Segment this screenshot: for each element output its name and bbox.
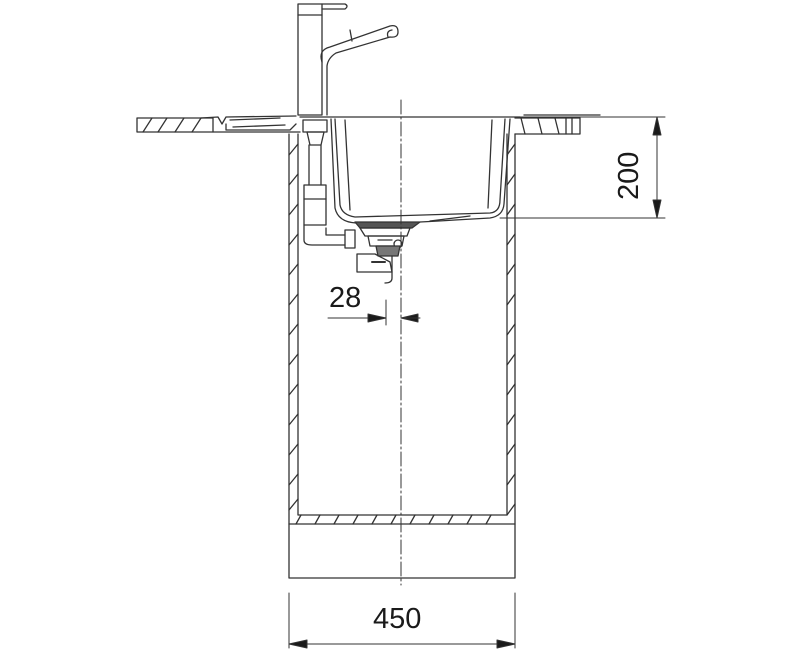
dimension-28 [327,299,421,326]
drain-assembly [354,221,421,284]
dimension-label-450: 450 [373,603,422,635]
sink-bowl [330,118,511,224]
faucet-icon [297,3,399,116]
cabinet [288,133,516,579]
dimension-200 [499,116,666,219]
dimension-label-200: 200 [613,151,645,200]
dimension-450 [288,592,516,649]
dimension-label-28: 28 [329,282,362,314]
countertop-left [136,115,301,133]
waste-pipe [302,119,356,249]
countertop-right [514,114,601,135]
